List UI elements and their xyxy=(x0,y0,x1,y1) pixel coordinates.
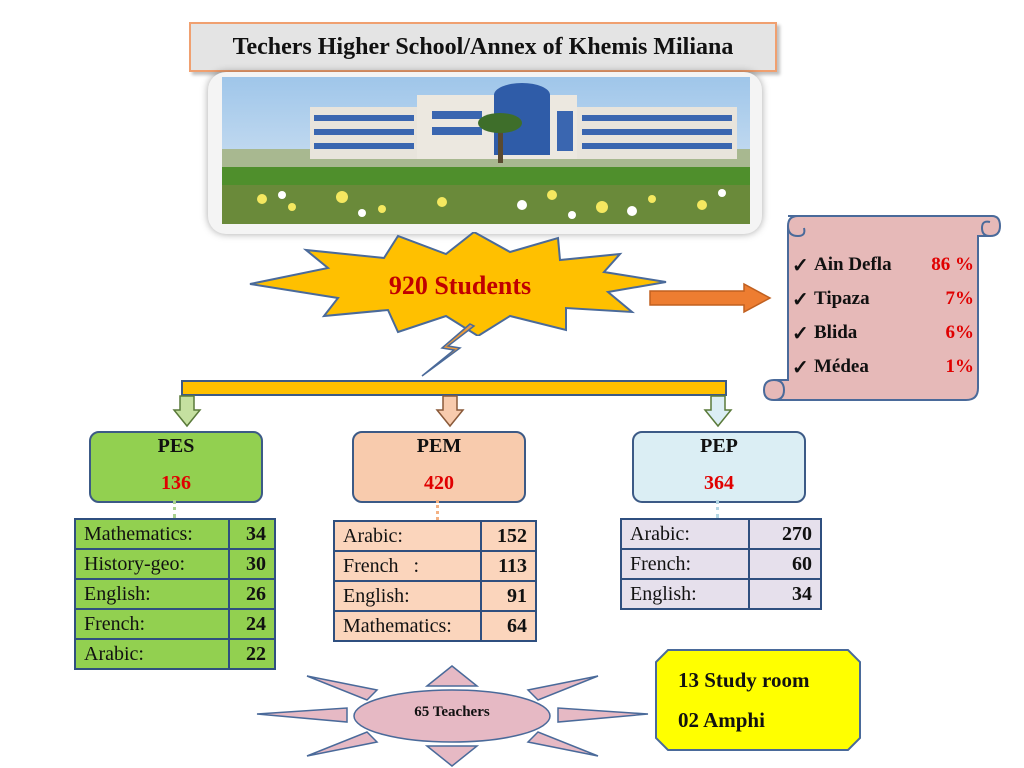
students-count: 920 Students xyxy=(388,271,532,300)
origins-list: ✓ Ain Defla 86 % ✓ Tipaza 7% ✓ Blida 6% … xyxy=(792,248,982,384)
origin-row: ✓ Tipaza 7% xyxy=(792,282,982,316)
subject-value: 24 xyxy=(227,608,277,640)
origin-row: ✓ Blida 6% xyxy=(792,316,982,350)
subject-value: 60 xyxy=(747,548,823,580)
subject-label: French: xyxy=(74,608,230,640)
building-photo xyxy=(222,77,750,224)
subject-value: 152 xyxy=(479,520,538,552)
subject-label: French: xyxy=(620,548,750,580)
pes-subjects-table: Mathematics:34 History-geo:30 English:26… xyxy=(74,518,277,670)
subject-value: 26 xyxy=(227,578,277,610)
checkmark-icon: ✓ xyxy=(792,288,809,311)
branch-count: 420 xyxy=(424,472,454,494)
origin-percent: 86 % xyxy=(931,254,974,275)
lightning-icon xyxy=(421,323,476,377)
table-row: English:34 xyxy=(620,578,823,610)
amphitheaters: 02 Amphi xyxy=(678,707,765,732)
teachers-sun xyxy=(256,665,649,767)
subject-label: Mathematics: xyxy=(333,610,482,642)
subject-label: Arabic: xyxy=(74,638,230,670)
branch-name: PES xyxy=(157,435,195,457)
origin-name: Ain Defla xyxy=(814,254,892,275)
table-row: English:26 xyxy=(74,578,277,610)
subject-label: Mathematics: xyxy=(74,518,230,550)
origins-scroll xyxy=(762,215,1002,401)
table-row: Arabic:152 xyxy=(333,520,538,552)
checkmark-icon: ✓ xyxy=(792,322,809,345)
subject-label: Arabic: xyxy=(620,518,750,550)
branch-name: PEP xyxy=(700,435,738,457)
origin-percent: 6% xyxy=(945,322,975,343)
facilities-box xyxy=(655,649,861,751)
origin-percent: 1% xyxy=(945,356,975,377)
subject-value: 113 xyxy=(479,550,538,582)
subject-value: 30 xyxy=(227,548,277,580)
study-rooms: 13 Study room xyxy=(678,667,810,692)
dotted-connector xyxy=(173,500,176,518)
table-row: French:24 xyxy=(74,608,277,640)
branch-name: PEM xyxy=(416,435,462,457)
origin-name: Médea xyxy=(814,356,869,377)
arrow-down-icon xyxy=(703,395,733,428)
subject-label: History-geo: xyxy=(74,548,230,580)
arrow-down-icon xyxy=(172,395,202,428)
arrow-right-icon xyxy=(649,282,772,314)
table-row: English:91 xyxy=(333,580,538,612)
branch-count: 364 xyxy=(704,472,734,494)
dotted-connector xyxy=(716,500,719,518)
subject-value: 22 xyxy=(227,638,277,670)
facilities-list: 13 Study room 02 Amphi xyxy=(678,660,858,740)
origin-name: Tipaza xyxy=(814,288,870,309)
origin-row: ✓ Ain Defla 86 % xyxy=(792,248,982,282)
subject-value: 270 xyxy=(747,518,823,550)
branch-connector xyxy=(172,380,733,428)
students-burst xyxy=(249,232,667,336)
subject-label: Arabic: xyxy=(333,520,482,552)
subject-label: English: xyxy=(620,578,750,610)
subject-label: English: xyxy=(74,578,230,610)
branch-pem: PEM 420 xyxy=(352,431,526,503)
table-row: Mathematics:64 xyxy=(333,610,538,642)
dotted-connector xyxy=(436,500,439,520)
origin-name: Blida xyxy=(814,322,858,343)
table-row: History-geo:30 xyxy=(74,548,277,580)
table-row: French :113 xyxy=(333,550,538,582)
table-row: Mathematics:34 xyxy=(74,518,277,550)
subject-value: 91 xyxy=(479,580,538,612)
checkmark-icon: ✓ xyxy=(792,254,809,277)
diagram-title: Techers Higher School/Annex of Khemis Mi… xyxy=(189,22,777,72)
branch-pes: PES 136 xyxy=(89,431,263,503)
pep-subjects-table: Arabic:270 French:60 English:34 xyxy=(620,518,823,610)
origin-row: ✓ Médea 1% xyxy=(792,350,982,384)
subject-value: 34 xyxy=(227,518,277,550)
pem-subjects-table: Arabic:152 French :113 English:91 Mathem… xyxy=(333,520,538,642)
branch-pep: PEP 364 xyxy=(632,431,806,503)
arrow-down-icon xyxy=(435,395,465,428)
origin-percent: 7% xyxy=(945,288,975,309)
teachers-count: 65 Teachers xyxy=(414,703,490,720)
subject-value: 34 xyxy=(747,578,823,610)
table-row: Arabic:22 xyxy=(74,638,277,670)
table-row: French:60 xyxy=(620,548,823,580)
branch-count: 136 xyxy=(161,472,191,494)
subject-label: French : xyxy=(333,550,482,582)
subject-label: English: xyxy=(333,580,482,612)
subject-value: 64 xyxy=(479,610,538,642)
table-row: Arabic:270 xyxy=(620,518,823,550)
checkmark-icon: ✓ xyxy=(792,356,809,379)
